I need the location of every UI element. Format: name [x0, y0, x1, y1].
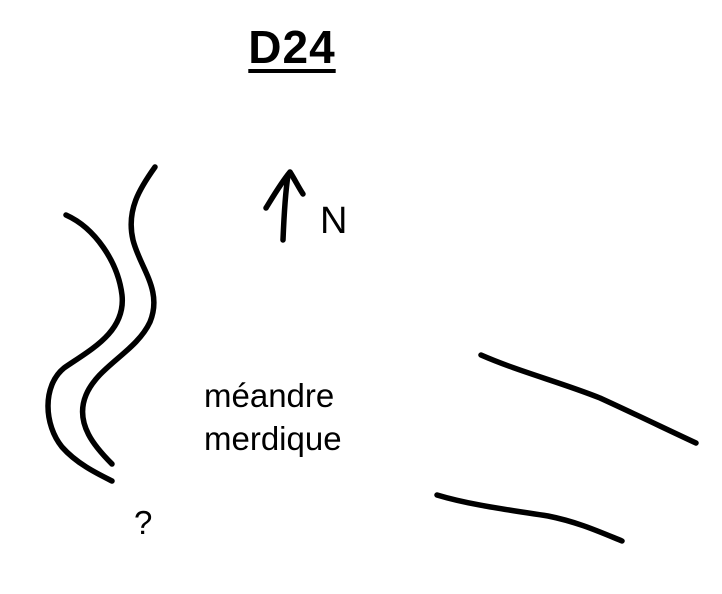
road-line-lower [434, 492, 625, 544]
river-bank-left [45, 212, 125, 484]
north-arrow-shaft [280, 172, 291, 243]
meander-annotation: méandre merdique [204, 374, 342, 460]
unknown-marker: ? [134, 504, 153, 541]
north-label: N [320, 200, 348, 242]
road-line-upper [478, 352, 699, 446]
map-title: D24 [248, 21, 336, 73]
north-arrow-head [263, 169, 306, 211]
river-bank-right [79, 164, 158, 467]
annotation-line-2: merdique [204, 420, 342, 457]
annotation-line-1: méandre [204, 377, 335, 414]
